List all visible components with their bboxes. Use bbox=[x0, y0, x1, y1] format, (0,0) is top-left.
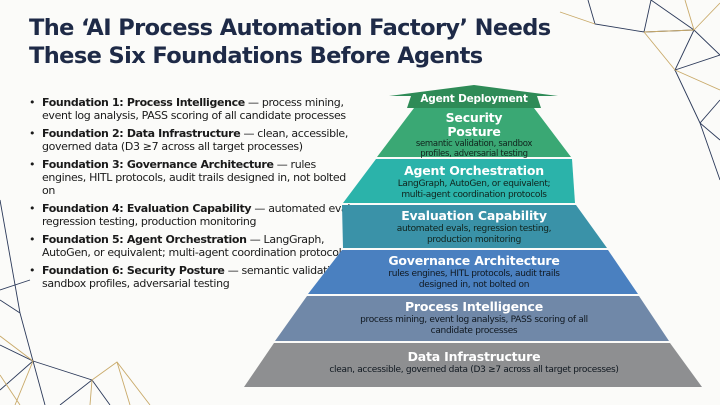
title-line-2: These Six Foundations Before Agents bbox=[29, 43, 483, 69]
bullet-text: — semantic validation, sandbox profiles,… bbox=[42, 264, 346, 290]
foundation-bullet-1: Foundation 1: Process Intelligence — pro… bbox=[29, 96, 359, 122]
pyramid-level-governance-architecture bbox=[308, 250, 638, 294]
level-description: rules engines, HITL protocols, audit tra… bbox=[388, 269, 560, 290]
level-description: semantic validation, sandbox profiles, a… bbox=[415, 139, 533, 159]
pyramid-level-agent-orchestration bbox=[343, 159, 575, 203]
level-title: Evaluation Capability bbox=[401, 208, 547, 223]
level-title: Security Posture bbox=[445, 110, 503, 139]
bullet-heading: Foundation 1: Process Intelligence bbox=[42, 96, 245, 109]
foundation-bullet-2: Foundation 2: Data Infrastructure — clea… bbox=[29, 127, 359, 153]
bullet-heading: Foundation 6: Security Posture bbox=[42, 264, 225, 277]
pyramid-level-evaluation-capability bbox=[342, 205, 607, 248]
level-label-security-posture: Security Posture semantic validation, sa… bbox=[399, 111, 549, 159]
foundations-list: Foundation 1: Process Intelligence — pro… bbox=[29, 96, 359, 295]
level-title: Process Intelligence bbox=[404, 299, 544, 314]
level-title: Agent Orchestration bbox=[404, 163, 544, 178]
level-description: automated evals, regression testing, pro… bbox=[396, 224, 552, 245]
bullet-heading: Foundation 4: Evaluation Capability bbox=[42, 202, 252, 215]
bullet-text: — automated evals, regression testing, p… bbox=[42, 202, 359, 228]
level-label-process-intelligence: Process Intelligence process mining, eve… bbox=[324, 300, 624, 336]
level-label-agent-orchestration: Agent Orchestration LangGraph, AutoGen, … bbox=[384, 164, 564, 200]
level-description: clean, accessible, governed data (D3 ≥7 … bbox=[329, 365, 619, 375]
level-label-governance-architecture: Governance Architecture rules engines, H… bbox=[344, 254, 604, 290]
agent-deployment-label: Agent Deployment bbox=[420, 93, 528, 105]
level-description: LangGraph, AutoGen, or equivalent; multi… bbox=[397, 179, 551, 200]
bullet-heading: Foundation 2: Data Infrastructure bbox=[42, 127, 241, 140]
level-label-evaluation-capability: Evaluation Capability automated evals, r… bbox=[364, 209, 584, 245]
bullet-text: — clean, accessible, governed data (D3 ≥… bbox=[42, 127, 348, 153]
title-line-1: The ‘AI Process Automation Factory’ Need… bbox=[29, 15, 551, 41]
pyramid-level-process-intelligence bbox=[275, 296, 669, 341]
bullet-heading: Foundation 3: Governance Architecture bbox=[42, 158, 274, 171]
level-label-data-infrastructure: Data Infrastructure clean, accessible, g… bbox=[284, 350, 664, 376]
pyramid-level-data-infrastructure bbox=[244, 343, 702, 387]
pyramid-level-security-posture bbox=[377, 108, 571, 157]
level-description: process mining, event log analysis, PASS… bbox=[360, 315, 588, 336]
bullet-text: — LangGraph, AutoGen, or equivalent; mul… bbox=[42, 233, 347, 259]
level-title: Governance Architecture bbox=[388, 253, 560, 268]
level-title: Data Infrastructure bbox=[407, 349, 541, 364]
bullet-text: — rules engines, HITL protocols, audit t… bbox=[42, 158, 346, 197]
foundation-bullet-5: Foundation 5: Agent Orchestration — Lang… bbox=[29, 233, 359, 259]
foundation-bullet-6: Foundation 6: Security Posture — semanti… bbox=[29, 264, 359, 290]
agent-deployment-arrow bbox=[389, 85, 558, 108]
page-title: The ‘AI Process Automation Factory’ Need… bbox=[29, 14, 551, 70]
foundation-bullet-3: Foundation 3: Governance Architecture — … bbox=[29, 158, 359, 197]
bullet-text: — process mining, event log analysis, PA… bbox=[42, 96, 346, 122]
bullet-heading: Foundation 5: Agent Orchestration bbox=[42, 233, 247, 246]
foundation-bullet-4: Foundation 4: Evaluation Capability — au… bbox=[29, 202, 359, 228]
